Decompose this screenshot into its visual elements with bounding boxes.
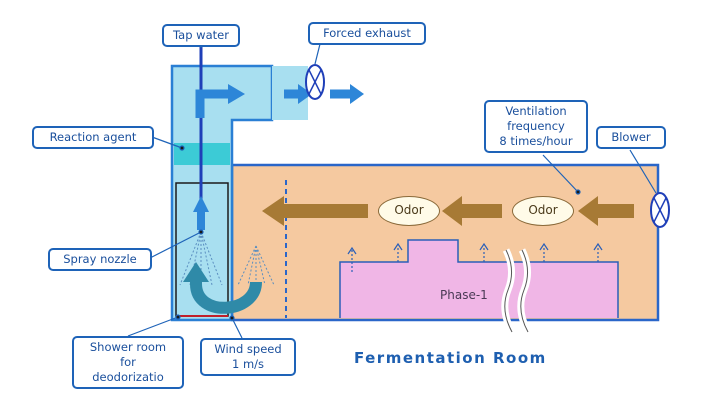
shower-room-label-line-2: for	[120, 355, 136, 369]
shower-room-label-line-1: Shower room	[89, 340, 167, 354]
airflow-uturn-arrowhead	[183, 262, 209, 282]
fermentation-room-title: Fermentation Room	[354, 349, 547, 367]
ventilation-label-line-2: frequency	[507, 119, 565, 133]
wind-speed-label: Wind speed 1 m/s	[200, 338, 296, 376]
duct-bend-arrow	[195, 89, 228, 118]
callout-leaders	[127, 40, 657, 339]
tap-water-label: Tap water	[162, 24, 240, 47]
phase-1-pile	[339, 239, 619, 318]
spray-nozzle-label: Spray nozzle	[48, 248, 152, 271]
exhaust-arrow-1-head	[298, 84, 312, 104]
shower-room-label: Shower room for deodorizatio	[72, 336, 184, 389]
phase-1-label: Phase-1	[440, 288, 488, 302]
forced-exhaust-fan-icon	[305, 64, 325, 100]
exhaust-arrow-2-head	[350, 84, 364, 104]
blower-label: Blower	[596, 126, 666, 149]
ventilation-label-line-3: 8 times/hour	[499, 134, 573, 148]
shower-room-label-line-3: deodorizatio	[92, 370, 164, 384]
odor-bubble-right: Odor	[512, 196, 574, 226]
duct-bend-arrowhead	[228, 84, 245, 104]
ventilation-label-line-1: Ventilation	[505, 104, 567, 118]
wind-speed-label-line-1: Wind speed	[214, 342, 282, 356]
blower-fan-icon	[650, 192, 670, 228]
rising-air-arrows	[347, 242, 603, 272]
odor-bubble-left: Odor	[378, 196, 440, 226]
secondary-spray-cone	[237, 245, 275, 286]
break-mark-outline	[504, 249, 529, 333]
odor-flow-arrows	[262, 196, 634, 226]
ventilation-frequency-label: Ventilation frequency 8 times/hour	[484, 100, 588, 153]
wind-speed-label-line-2: 1 m/s	[231, 357, 265, 371]
forced-exhaust-label: Forced exhaust	[308, 22, 426, 45]
airflow-uturn-arrow	[190, 278, 262, 314]
reaction-agent-label: Reaction agent	[32, 126, 154, 149]
duct-up-arrow-head	[193, 196, 209, 212]
